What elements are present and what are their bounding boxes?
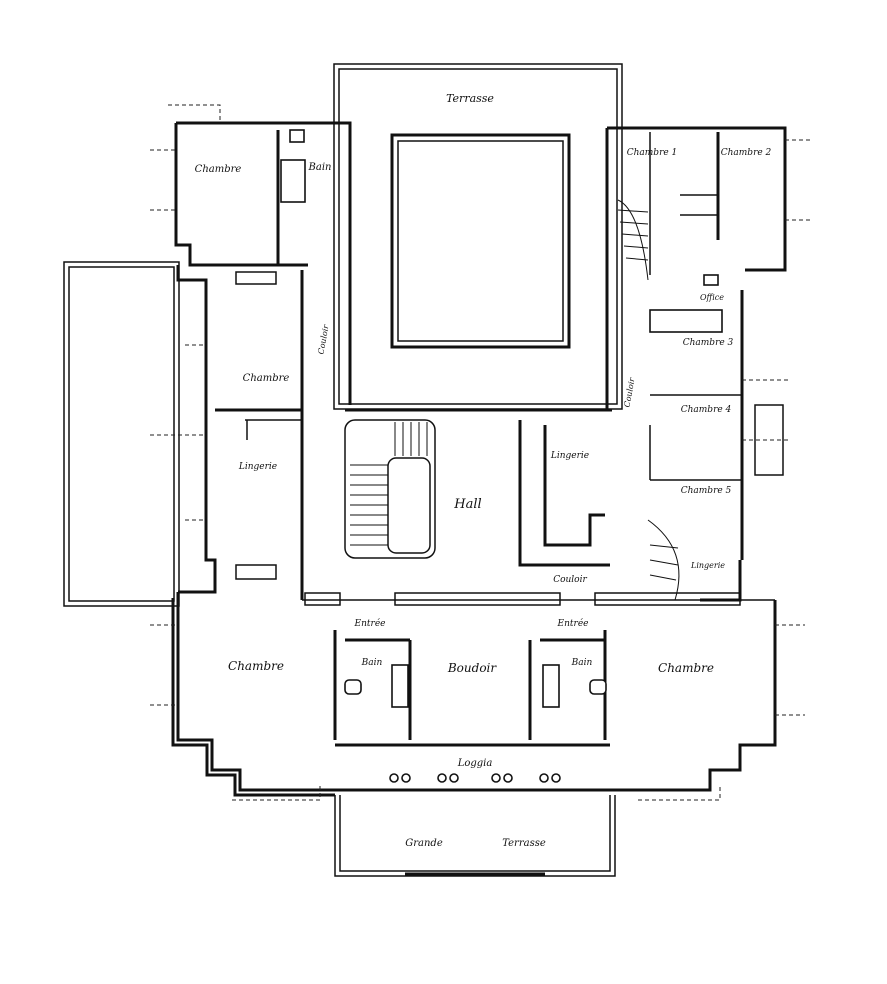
label-bain-left: Bain xyxy=(361,658,383,668)
label-terrace-top: Terrasse xyxy=(446,92,494,105)
terrace-bottom xyxy=(334,795,616,877)
bathtub-sw xyxy=(391,664,409,708)
bathtub-nw xyxy=(280,159,306,203)
label-chambre-se: Chambre xyxy=(658,661,714,675)
label-entree-right: Entrée xyxy=(557,618,589,629)
label-lingerie-west: Lingerie xyxy=(238,462,277,472)
label-chambre-west: Chambre xyxy=(243,373,290,384)
washbasin-se xyxy=(589,679,607,695)
label-couloir-center: Couloir xyxy=(553,575,587,585)
label-lingerie-center: Lingerie xyxy=(550,451,589,461)
label-boudoir: Boudoir xyxy=(447,661,498,675)
label-chambre-nw: Chambre xyxy=(195,164,242,175)
label-chambre-1: Chambre 1 xyxy=(627,148,678,158)
label-lingerie-east: Lingerie xyxy=(690,561,725,570)
label-chambre-4: Chambre 4 xyxy=(681,405,732,415)
label-bain-nw: Bain xyxy=(308,162,332,173)
label-chambre-5: Chambre 5 xyxy=(681,486,732,496)
wing-south xyxy=(150,592,805,801)
label-entree-left: Entrée xyxy=(354,618,386,629)
staircase-east-bottom xyxy=(647,519,680,601)
loggia-columns xyxy=(389,773,561,783)
label-chambre-3: Chambre 3 xyxy=(683,338,734,348)
hall xyxy=(344,408,612,567)
label-terrasse-bottom: Terrasse xyxy=(502,838,546,849)
label-chambre-sw: Chambre xyxy=(228,659,284,673)
wing-east xyxy=(605,126,810,602)
staircase-hall xyxy=(350,422,428,546)
terrace-west xyxy=(63,261,180,607)
label-chambre-2: Chambre 2 xyxy=(721,148,772,158)
bathtub-east xyxy=(649,309,723,333)
wing-west xyxy=(150,265,304,600)
label-couloir-west: Couloir xyxy=(317,323,331,355)
washbasin-sw xyxy=(344,679,362,695)
label-couloir-east: Couloir xyxy=(623,376,637,408)
label-grande: Grande xyxy=(405,838,443,849)
wing-northwest xyxy=(150,104,352,405)
label-hall: Hall xyxy=(453,497,481,512)
terrace-top xyxy=(333,63,623,410)
bathtub-se xyxy=(542,664,560,708)
label-loggia: Loggia xyxy=(457,758,493,769)
label-bain-right: Bain xyxy=(571,658,593,668)
staircase-east-top xyxy=(617,199,649,281)
washbasin-office xyxy=(703,274,719,286)
label-office: Office xyxy=(700,293,724,302)
washbasin-nw xyxy=(289,129,305,143)
